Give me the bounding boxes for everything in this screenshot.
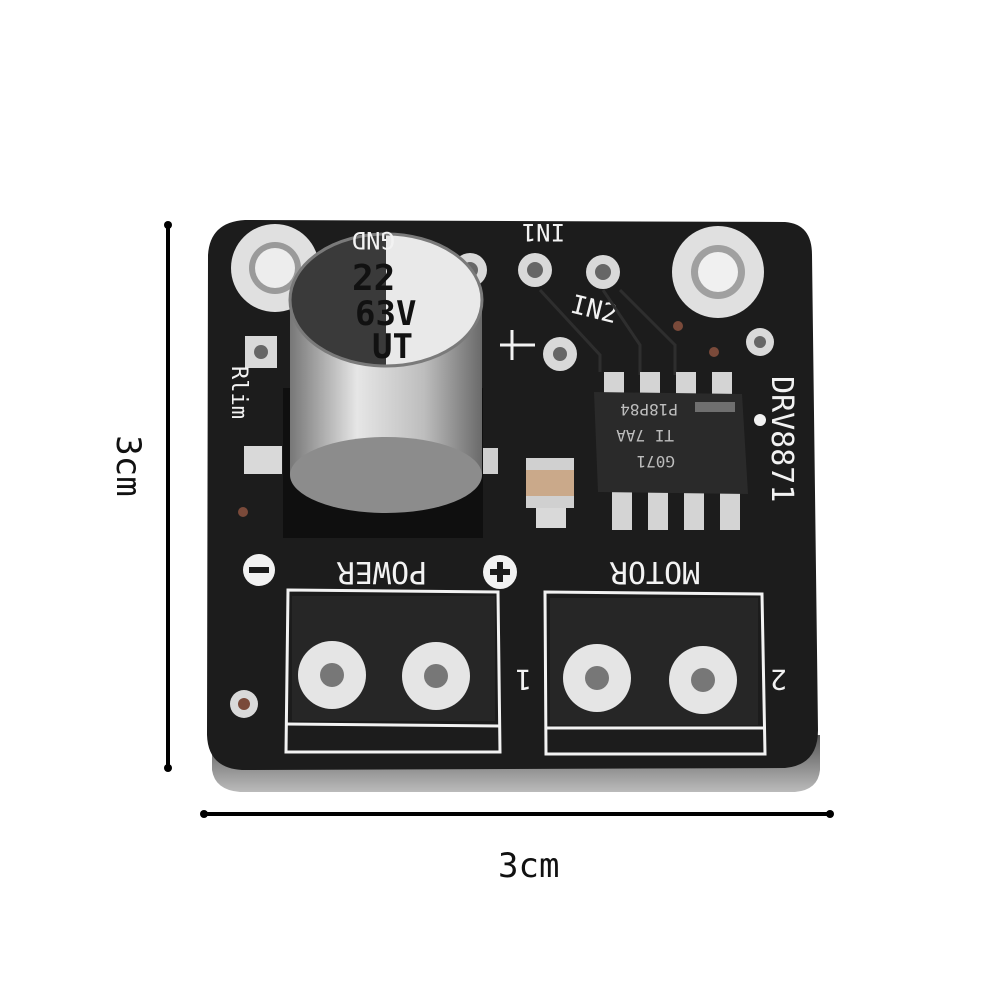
label-rlim: Rlim xyxy=(226,366,251,419)
height-dimension-tick xyxy=(164,221,172,229)
power-terminal-block xyxy=(284,588,502,754)
chip-traces xyxy=(538,288,677,375)
chip-name: DRV8871 xyxy=(764,376,799,502)
pad-rlim-top xyxy=(245,336,277,368)
height-dimension-tick xyxy=(164,764,172,772)
power-pad-2 xyxy=(402,642,470,710)
power-label: POWER xyxy=(336,554,427,589)
motor-pad-1 xyxy=(563,644,631,712)
mounting-hole-right xyxy=(672,226,764,318)
height-dimension-label: 3cm xyxy=(108,435,148,497)
label-in1: IN1 xyxy=(522,218,565,246)
power-minus-icon xyxy=(249,567,269,573)
capacitor-value: 22 xyxy=(352,258,395,299)
motor-pad-2 xyxy=(669,646,737,714)
label-gnd: GND xyxy=(352,226,395,254)
pad-rlim-bottom xyxy=(244,446,282,474)
capacitor-series: UT xyxy=(372,327,413,367)
power-plus-icon-v xyxy=(497,562,503,582)
driver-chip xyxy=(594,372,748,530)
motor-terminal-block xyxy=(543,590,767,756)
cap-silkscreen xyxy=(500,330,535,360)
width-dimension-tick xyxy=(200,810,208,818)
width-dimension-label: 3cm xyxy=(498,846,560,886)
width-dimension-tick xyxy=(826,810,834,818)
pin1-dot xyxy=(754,414,766,426)
pad-in1 xyxy=(518,253,552,287)
terminal-label-2: 2 xyxy=(770,663,787,696)
capacitor-voltage: 63V xyxy=(355,294,416,334)
pad-cap-right xyxy=(543,337,577,371)
terminal-label-1: 1 xyxy=(515,663,532,696)
motor-label: MOTOR xyxy=(609,554,700,589)
chip-marking-1: P18P84 xyxy=(620,400,678,419)
capacitor xyxy=(288,232,484,513)
pad-in2 xyxy=(586,255,620,289)
smd-capacitor xyxy=(526,458,574,528)
via-pad-left xyxy=(230,690,258,718)
chip-marking-3: G071 xyxy=(636,452,675,471)
via-pad-right xyxy=(746,328,774,356)
chip-marking-2: TI 7AA xyxy=(616,426,674,445)
power-pad-1 xyxy=(298,641,366,709)
